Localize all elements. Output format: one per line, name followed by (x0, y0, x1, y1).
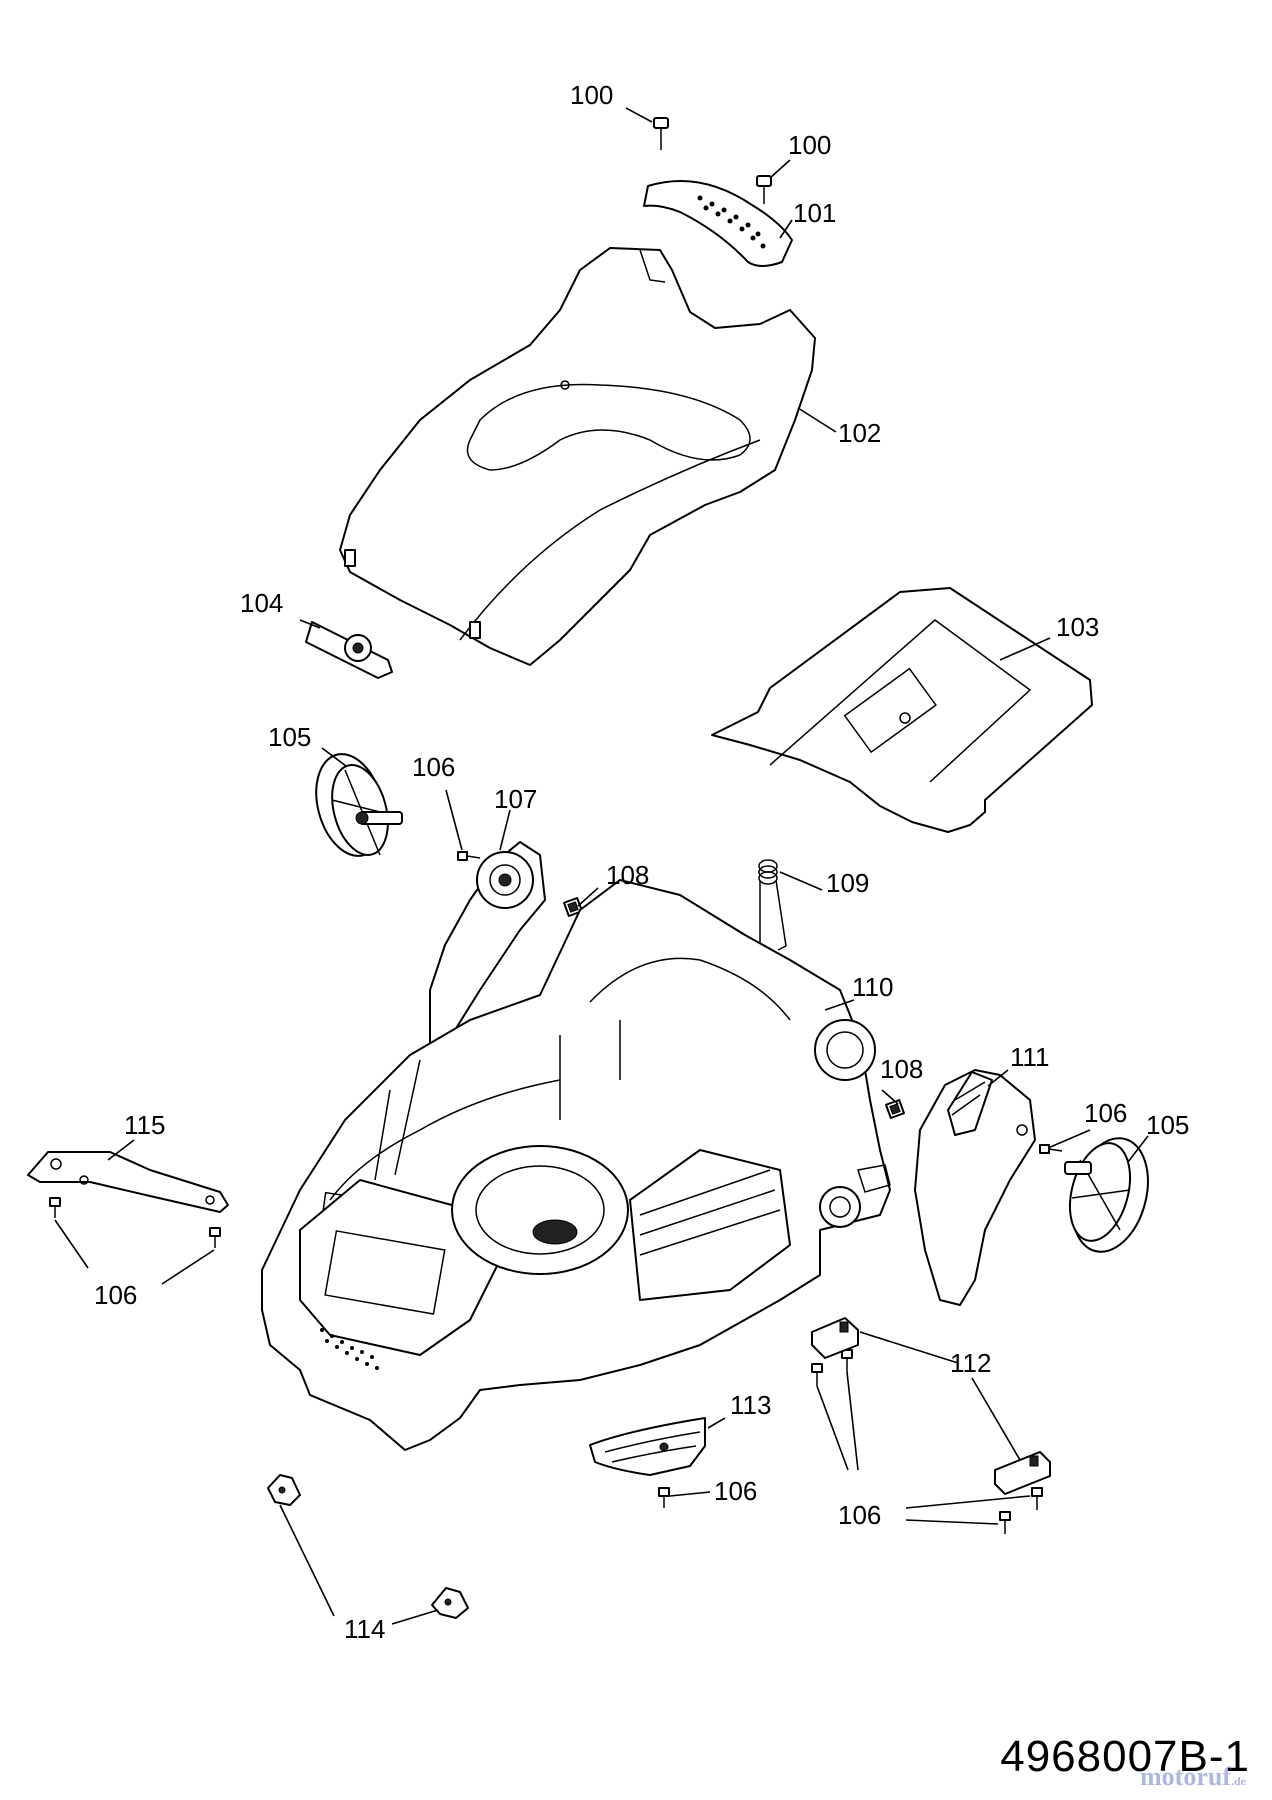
part-106-screw (1039, 1144, 1063, 1154)
callout-labels: 100 100 101 102 103 104 105 105 106 106 … (94, 80, 1189, 1644)
callout-100: 100 (788, 130, 831, 160)
watermark-domain: .de (1231, 1774, 1246, 1788)
callout-102: 102 (838, 418, 881, 448)
callout-105: 105 (1146, 1110, 1189, 1140)
callout-106: 106 (714, 1476, 757, 1506)
callout-113: 113 (730, 1390, 771, 1420)
part-108-clip-right (885, 1099, 905, 1119)
part-104-logo-badge (305, 621, 393, 679)
callout-115: 115 (124, 1110, 165, 1140)
part-102-housing-cover (339, 247, 816, 666)
callout-106: 106 (838, 1500, 881, 1530)
callout-106: 106 (94, 1280, 137, 1310)
callout-104: 104 (240, 588, 283, 618)
leader-lines (54, 107, 1149, 1625)
part-106-screw (841, 1349, 853, 1372)
callout-100: 100 (570, 80, 613, 110)
callout-112: 112 (950, 1348, 991, 1378)
callout-108: 108 (880, 1054, 923, 1084)
part-115-support-plate (27, 1151, 229, 1213)
callout-105: 105 (268, 722, 311, 752)
callout-114: 114 (344, 1614, 385, 1644)
callout-111: 111 (1010, 1042, 1050, 1072)
part-100-screw-right (756, 175, 772, 204)
part-106-screw (1031, 1487, 1043, 1510)
watermark-brand: motoruf (1140, 1762, 1231, 1791)
part-112-clamp-lower (994, 1451, 1051, 1495)
part-106-screw (209, 1227, 221, 1248)
part-106-screw (811, 1363, 823, 1386)
part-112-clamp-upper (811, 1317, 859, 1359)
callout-109: 109 (826, 868, 869, 898)
part-114-hook-upper (267, 1474, 301, 1506)
part-100-screw-left (653, 117, 669, 150)
drawing-number: 4968007B-1 (1000, 1732, 1250, 1781)
part-103-grass-box-lid (711, 587, 1093, 833)
part-105-wheel-left (315, 753, 403, 857)
part-106-screw (457, 851, 481, 861)
callout-101: 101 (793, 198, 836, 228)
part-106-screw (999, 1511, 1011, 1534)
callout-110: 110 (852, 972, 893, 1002)
callout-106: 106 (1084, 1098, 1127, 1128)
part-110-mower-deck (261, 879, 891, 1451)
part-111-right-axle-bracket (914, 1069, 1036, 1306)
part-109-torsion-spring (758, 859, 787, 952)
part-101-handle-grip (643, 180, 793, 267)
watermark-logo: motoruf.de (1140, 1762, 1246, 1792)
part-113-grille-plate (589, 1417, 706, 1476)
callout-107: 107 (494, 784, 537, 814)
part-106-screw (49, 1197, 61, 1218)
callout-108: 108 (606, 860, 649, 890)
callout-106: 106 (412, 752, 455, 782)
part-106-screw (658, 1487, 670, 1508)
callout-103: 103 (1056, 612, 1099, 642)
part-108-clip-left (563, 897, 583, 917)
part-105-wheel-right (1064, 1137, 1149, 1253)
part-114-hook-lower (431, 1587, 469, 1619)
